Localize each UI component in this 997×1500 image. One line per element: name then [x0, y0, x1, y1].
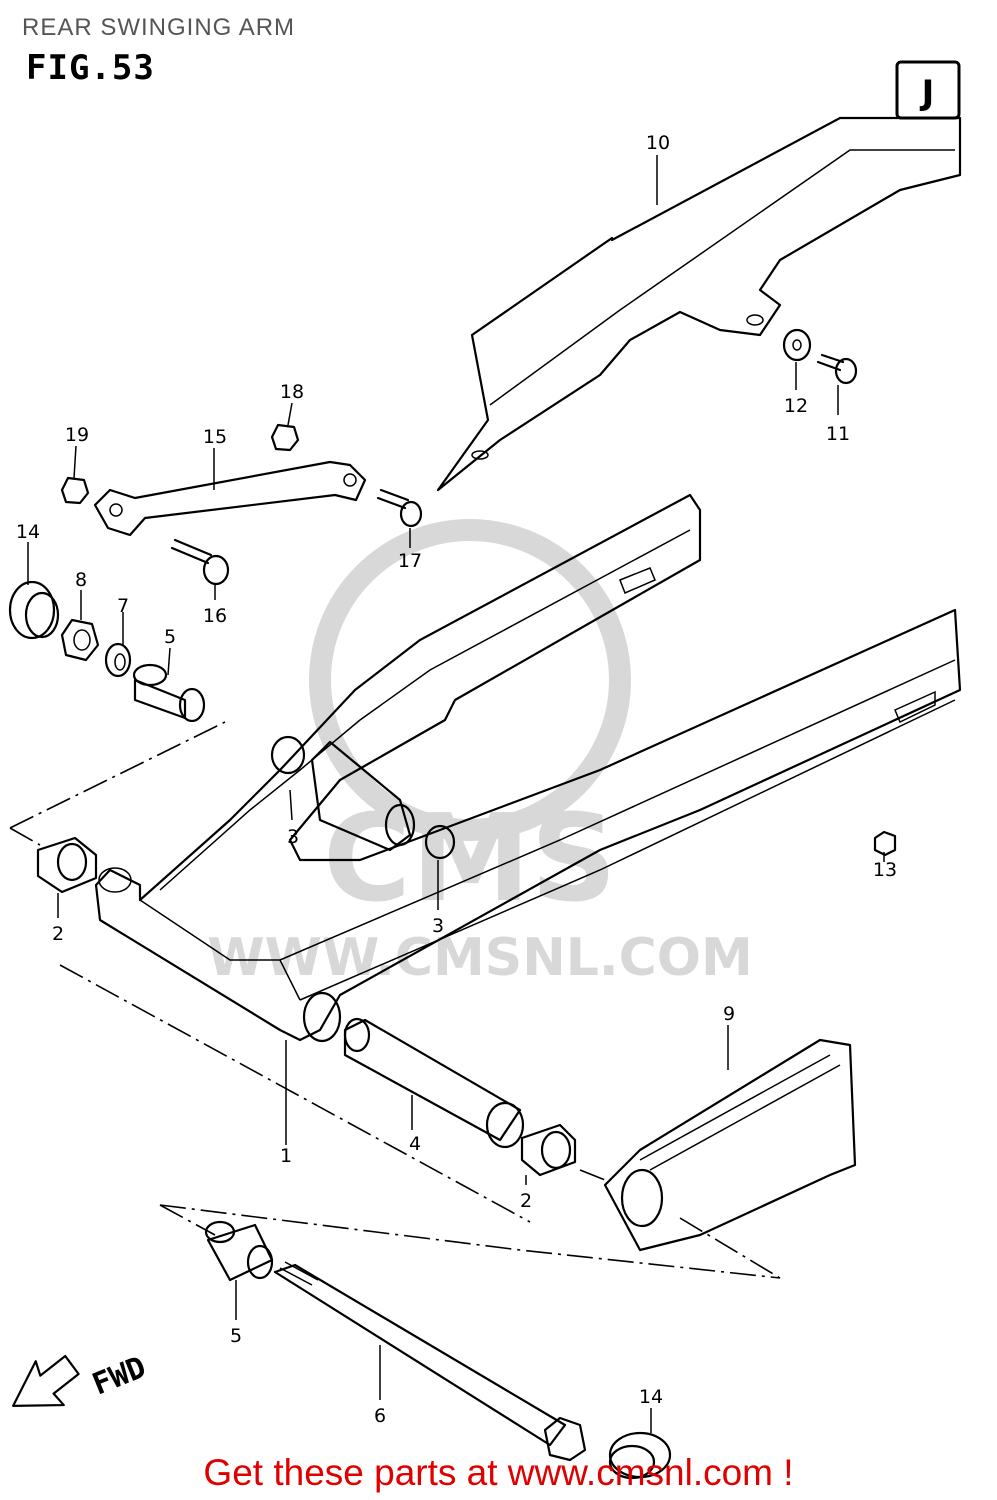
fwd-label: FWD: [88, 1350, 151, 1403]
callout-13: 13: [873, 859, 897, 881]
needle-bearing-2-upper: [36, 836, 98, 894]
callout-18: 18: [280, 381, 304, 403]
callout-3-upper: 3: [287, 826, 299, 848]
callout-6: 6: [374, 1405, 386, 1427]
chain-case: [436, 116, 962, 492]
callout-10: 10: [646, 132, 670, 154]
assembly-lines: [9, 721, 781, 1279]
cap-14-lower: [608, 1431, 672, 1480]
watermark-logo: CMS: [323, 790, 617, 929]
callout-14-upper: 14: [16, 521, 40, 543]
clip-13: [873, 830, 897, 857]
washer-7: [104, 642, 132, 678]
bolt-17: [376, 488, 423, 528]
callout-14-lower: 14: [639, 1386, 663, 1408]
chain-guide-9: [603, 1038, 857, 1252]
callout-15: 15: [203, 426, 227, 448]
callout-labels: 10 12 11 18 19 15 17 14 8 7 5 16 3 3 13 …: [16, 132, 897, 1427]
callout-7: 7: [117, 595, 129, 617]
callout-5-upper: 5: [164, 626, 176, 648]
spacer-5-lower: [204, 1220, 274, 1282]
washer-12: [782, 328, 812, 362]
callout-2-upper: 2: [52, 923, 64, 945]
fwd-arrow: FWD: [12, 1350, 151, 1407]
callout-2-lower: 2: [520, 1190, 532, 1212]
needle-bearing-2-lower: [520, 1123, 577, 1177]
nut-19: [60, 476, 90, 505]
leader-lines: [27, 155, 885, 1433]
callout-3-lower: 3: [432, 915, 444, 937]
callout-19: 19: [65, 424, 89, 446]
swing-arm-1: [94, 493, 962, 1043]
callout-9: 9: [723, 1003, 735, 1025]
pivot-sleeve-4: [343, 1017, 525, 1149]
footer-link[interactable]: Get these parts at www.cmsnl.com !: [203, 1452, 794, 1493]
watermark-url: WWW.CMSNL.COM: [207, 928, 752, 988]
torque-link-15: [93, 460, 367, 537]
pivot-shaft-6: [273, 1261, 587, 1462]
callout-16: 16: [203, 605, 227, 627]
callout-1: 1: [280, 1145, 292, 1167]
callout-4: 4: [409, 1133, 421, 1155]
callout-12: 12: [784, 395, 808, 417]
cap-14-upper: [8, 580, 60, 640]
callout-11: 11: [826, 423, 850, 445]
svg-text:J: J: [920, 73, 935, 113]
region-badge: J: [895, 60, 961, 120]
figure-label: FIG.53: [26, 48, 155, 88]
callout-17: 17: [398, 550, 422, 572]
spacer-5-upper: [132, 663, 206, 723]
callout-8: 8: [75, 569, 87, 591]
bolt-11: [816, 353, 858, 385]
shock-mount: [310, 740, 416, 852]
watermark: CMS WWW.CMSNL.COM: [207, 519, 753, 988]
callout-5-lower: 5: [230, 1325, 242, 1347]
bearing-3-lower: [424, 824, 456, 860]
bolt-16: [170, 538, 230, 586]
nut-18: [270, 423, 300, 452]
bearing-3-upper: [270, 735, 306, 775]
page-title: REAR SWINGING ARM: [22, 14, 296, 41]
nut-8: [60, 618, 100, 662]
